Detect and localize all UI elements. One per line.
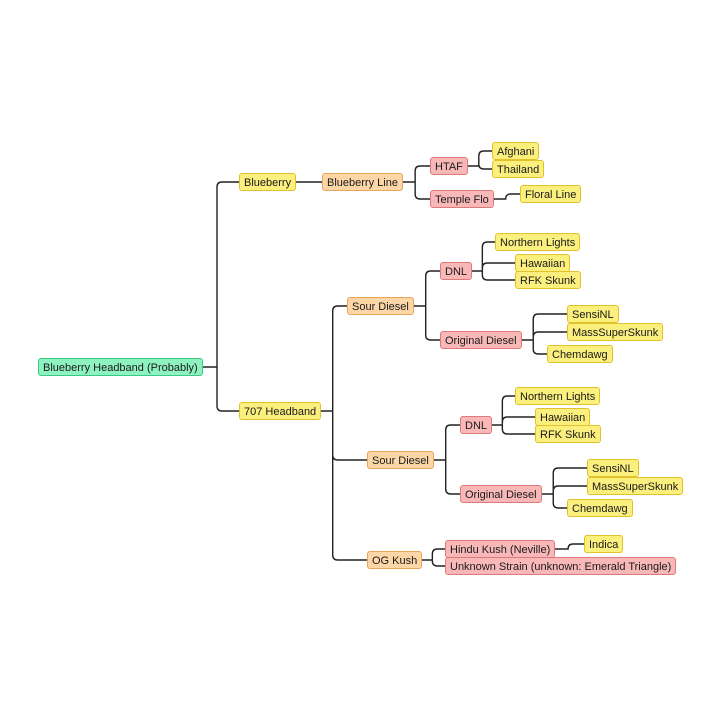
- node-temple-flo[interactable]: Temple Flo: [430, 190, 494, 208]
- node-hawaiian-1[interactable]: Hawaiian: [515, 254, 571, 272]
- node-blueberry[interactable]: Blueberry: [239, 173, 297, 191]
- node-floral-line[interactable]: Floral Line: [520, 185, 582, 203]
- connector-707-headband: [321, 305, 367, 561]
- node-dnl-2[interactable]: DNL: [460, 416, 493, 434]
- node-rfk-skunk-1[interactable]: RFK Skunk: [515, 271, 581, 289]
- connector-dnl-1: [472, 241, 515, 281]
- node-blueberry-line[interactable]: Blueberry Line: [322, 173, 403, 191]
- node-707-headband[interactable]: 707 Headband: [239, 402, 322, 420]
- node-afghani[interactable]: Afghani: [492, 142, 540, 160]
- node-northern-lights-2[interactable]: Northern Lights: [515, 387, 601, 405]
- node-htaf[interactable]: HTAF: [430, 157, 468, 175]
- node-sour-diesel-1[interactable]: Sour Diesel: [347, 297, 414, 315]
- connector-htaf: [468, 150, 492, 170]
- node-sour-diesel-2[interactable]: Sour Diesel: [367, 451, 434, 469]
- node-original-diesel-1[interactable]: Original Diesel: [440, 331, 522, 349]
- connector-dnl-2: [492, 395, 535, 435]
- node-unknown-strain[interactable]: Unknown Strain (unknown: Emerald Triangl…: [445, 557, 677, 575]
- node-dnl-1[interactable]: DNL: [440, 262, 473, 280]
- node-masssuperskunk-2[interactable]: MassSuperSkunk: [587, 477, 684, 495]
- node-sensinl-2[interactable]: SensiNL: [587, 459, 639, 477]
- connector-original-diesel-2: [542, 467, 587, 509]
- node-sensinl-1[interactable]: SensiNL: [567, 305, 619, 323]
- connector-original-diesel-1: [522, 313, 567, 355]
- node-indica[interactable]: Indica: [584, 535, 624, 553]
- node-hawaiian-2[interactable]: Hawaiian: [535, 408, 591, 426]
- node-blueberry-headband[interactable]: Blueberry Headband (Probably): [38, 358, 203, 376]
- connector-hindu-kush: [555, 543, 584, 550]
- node-chemdawg-2[interactable]: Chemdawg: [567, 499, 633, 517]
- connector-temple-flo: [494, 193, 520, 200]
- connector-sour-diesel-2: [434, 424, 460, 495]
- node-og-kush[interactable]: OG Kush: [367, 551, 423, 569]
- connector-blueberry-headband: [203, 181, 239, 412]
- node-thailand[interactable]: Thailand: [492, 160, 545, 178]
- node-rfk-skunk-2[interactable]: RFK Skunk: [535, 425, 601, 443]
- node-original-diesel-2[interactable]: Original Diesel: [460, 485, 542, 503]
- node-northern-lights-1[interactable]: Northern Lights: [495, 233, 581, 251]
- node-masssuperskunk-1[interactable]: MassSuperSkunk: [567, 323, 664, 341]
- connector-sour-diesel-1: [414, 270, 440, 341]
- node-hindu-kush[interactable]: Hindu Kush (Neville): [445, 540, 556, 558]
- connector-og-kush: [422, 548, 445, 567]
- node-chemdawg-1[interactable]: Chemdawg: [547, 345, 613, 363]
- connector-blueberry-line: [403, 165, 430, 200]
